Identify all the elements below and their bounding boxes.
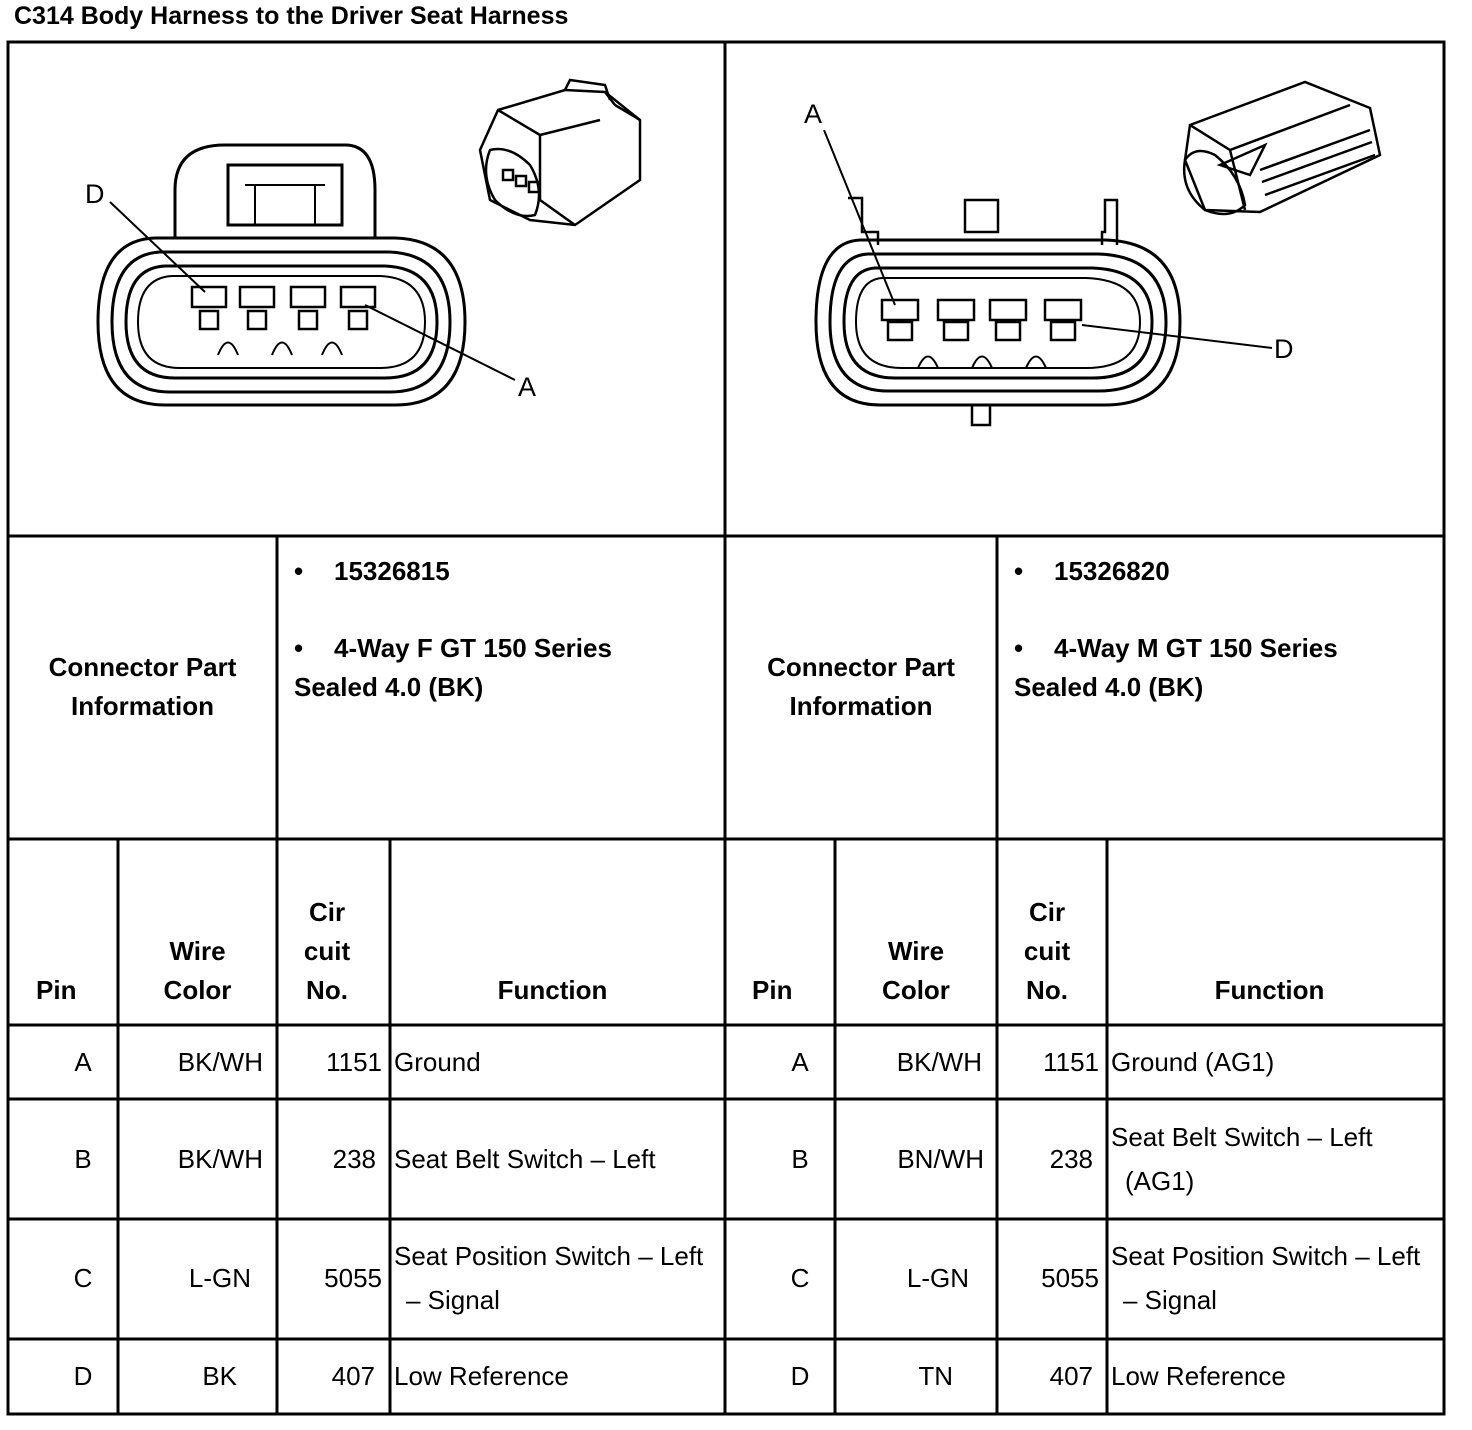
function-cell: Seat Position Switch – Left – Signal: [394, 1241, 704, 1315]
male-connector-face: [814, 129, 1273, 427]
pin-cell: D: [73, 1361, 93, 1391]
circuit-cell: 1151: [326, 1047, 382, 1077]
male-pin-cavities: [880, 298, 1083, 342]
diagram-title: C314 Body Harness to the Driver Seat Har…: [14, 2, 569, 30]
header-pin: Pin: [36, 975, 77, 1005]
circuit-cell: 407: [331, 1361, 375, 1391]
wire-color-cell: BK/WH: [896, 1047, 982, 1077]
circuit-cell: 5055: [324, 1263, 382, 1293]
table-grid: [6, 40, 1446, 1416]
function-cell: Seat Belt Switch – Left (AG1): [1111, 1122, 1373, 1196]
header-function: Function: [1214, 975, 1325, 1005]
circuit-cell: 1151: [1043, 1047, 1099, 1077]
male-connector-isometric: [1182, 80, 1382, 216]
pin-cell: B: [791, 1144, 809, 1174]
circuit-cell: 407: [1049, 1361, 1093, 1391]
female-connector-face: [96, 143, 516, 407]
part-number: 15326820: [1014, 552, 1170, 591]
wire-color-cell: BN/WH: [897, 1144, 984, 1174]
wire-color-cell: BK: [202, 1361, 237, 1391]
header-pin: Pin: [752, 975, 793, 1005]
header-function: Function: [497, 975, 608, 1005]
pin-cell: C: [73, 1263, 93, 1293]
function-cell: Ground (AG1): [1111, 1047, 1275, 1077]
function-cell: Low Reference: [394, 1361, 569, 1391]
wire-color-cell: L-GN: [188, 1263, 251, 1293]
part-description: 4-Way F GT 150 Series Sealed 4.0 (BK): [294, 629, 612, 707]
callout-d-left: D: [85, 179, 105, 209]
part-number: 15326815: [294, 552, 450, 591]
callout-a-right: A: [804, 99, 823, 129]
pin-cell: A: [74, 1047, 92, 1077]
circuit-cell: 5055: [1041, 1263, 1099, 1293]
pin-cell: C: [790, 1263, 810, 1293]
function-cell: Seat Position Switch – Left – Signal: [1111, 1241, 1421, 1315]
function-cell: Ground: [394, 1047, 481, 1077]
callout-a-left: A: [518, 372, 537, 402]
callout-d-right: D: [1274, 334, 1294, 364]
function-cell: Seat Belt Switch – Left: [394, 1144, 656, 1174]
pin-cell: D: [790, 1361, 810, 1391]
wire-color-cell: L-GN: [906, 1263, 969, 1293]
wire-color-cell: BK/WH: [177, 1047, 263, 1077]
function-cell: Low Reference: [1111, 1361, 1286, 1391]
female-connector-isometric: [478, 78, 642, 227]
pin-cell: B: [74, 1144, 92, 1174]
female-pin-cavities: [190, 285, 377, 331]
part-description: 4-Way M GT 150 Series Sealed 4.0 (BK): [1014, 629, 1338, 707]
wire-color-cell: TN: [918, 1361, 953, 1391]
pin-cell: A: [791, 1047, 809, 1077]
circuit-cell: 238: [332, 1144, 376, 1174]
wire-color-cell: BK/WH: [177, 1144, 263, 1174]
circuit-cell: 238: [1049, 1144, 1093, 1174]
